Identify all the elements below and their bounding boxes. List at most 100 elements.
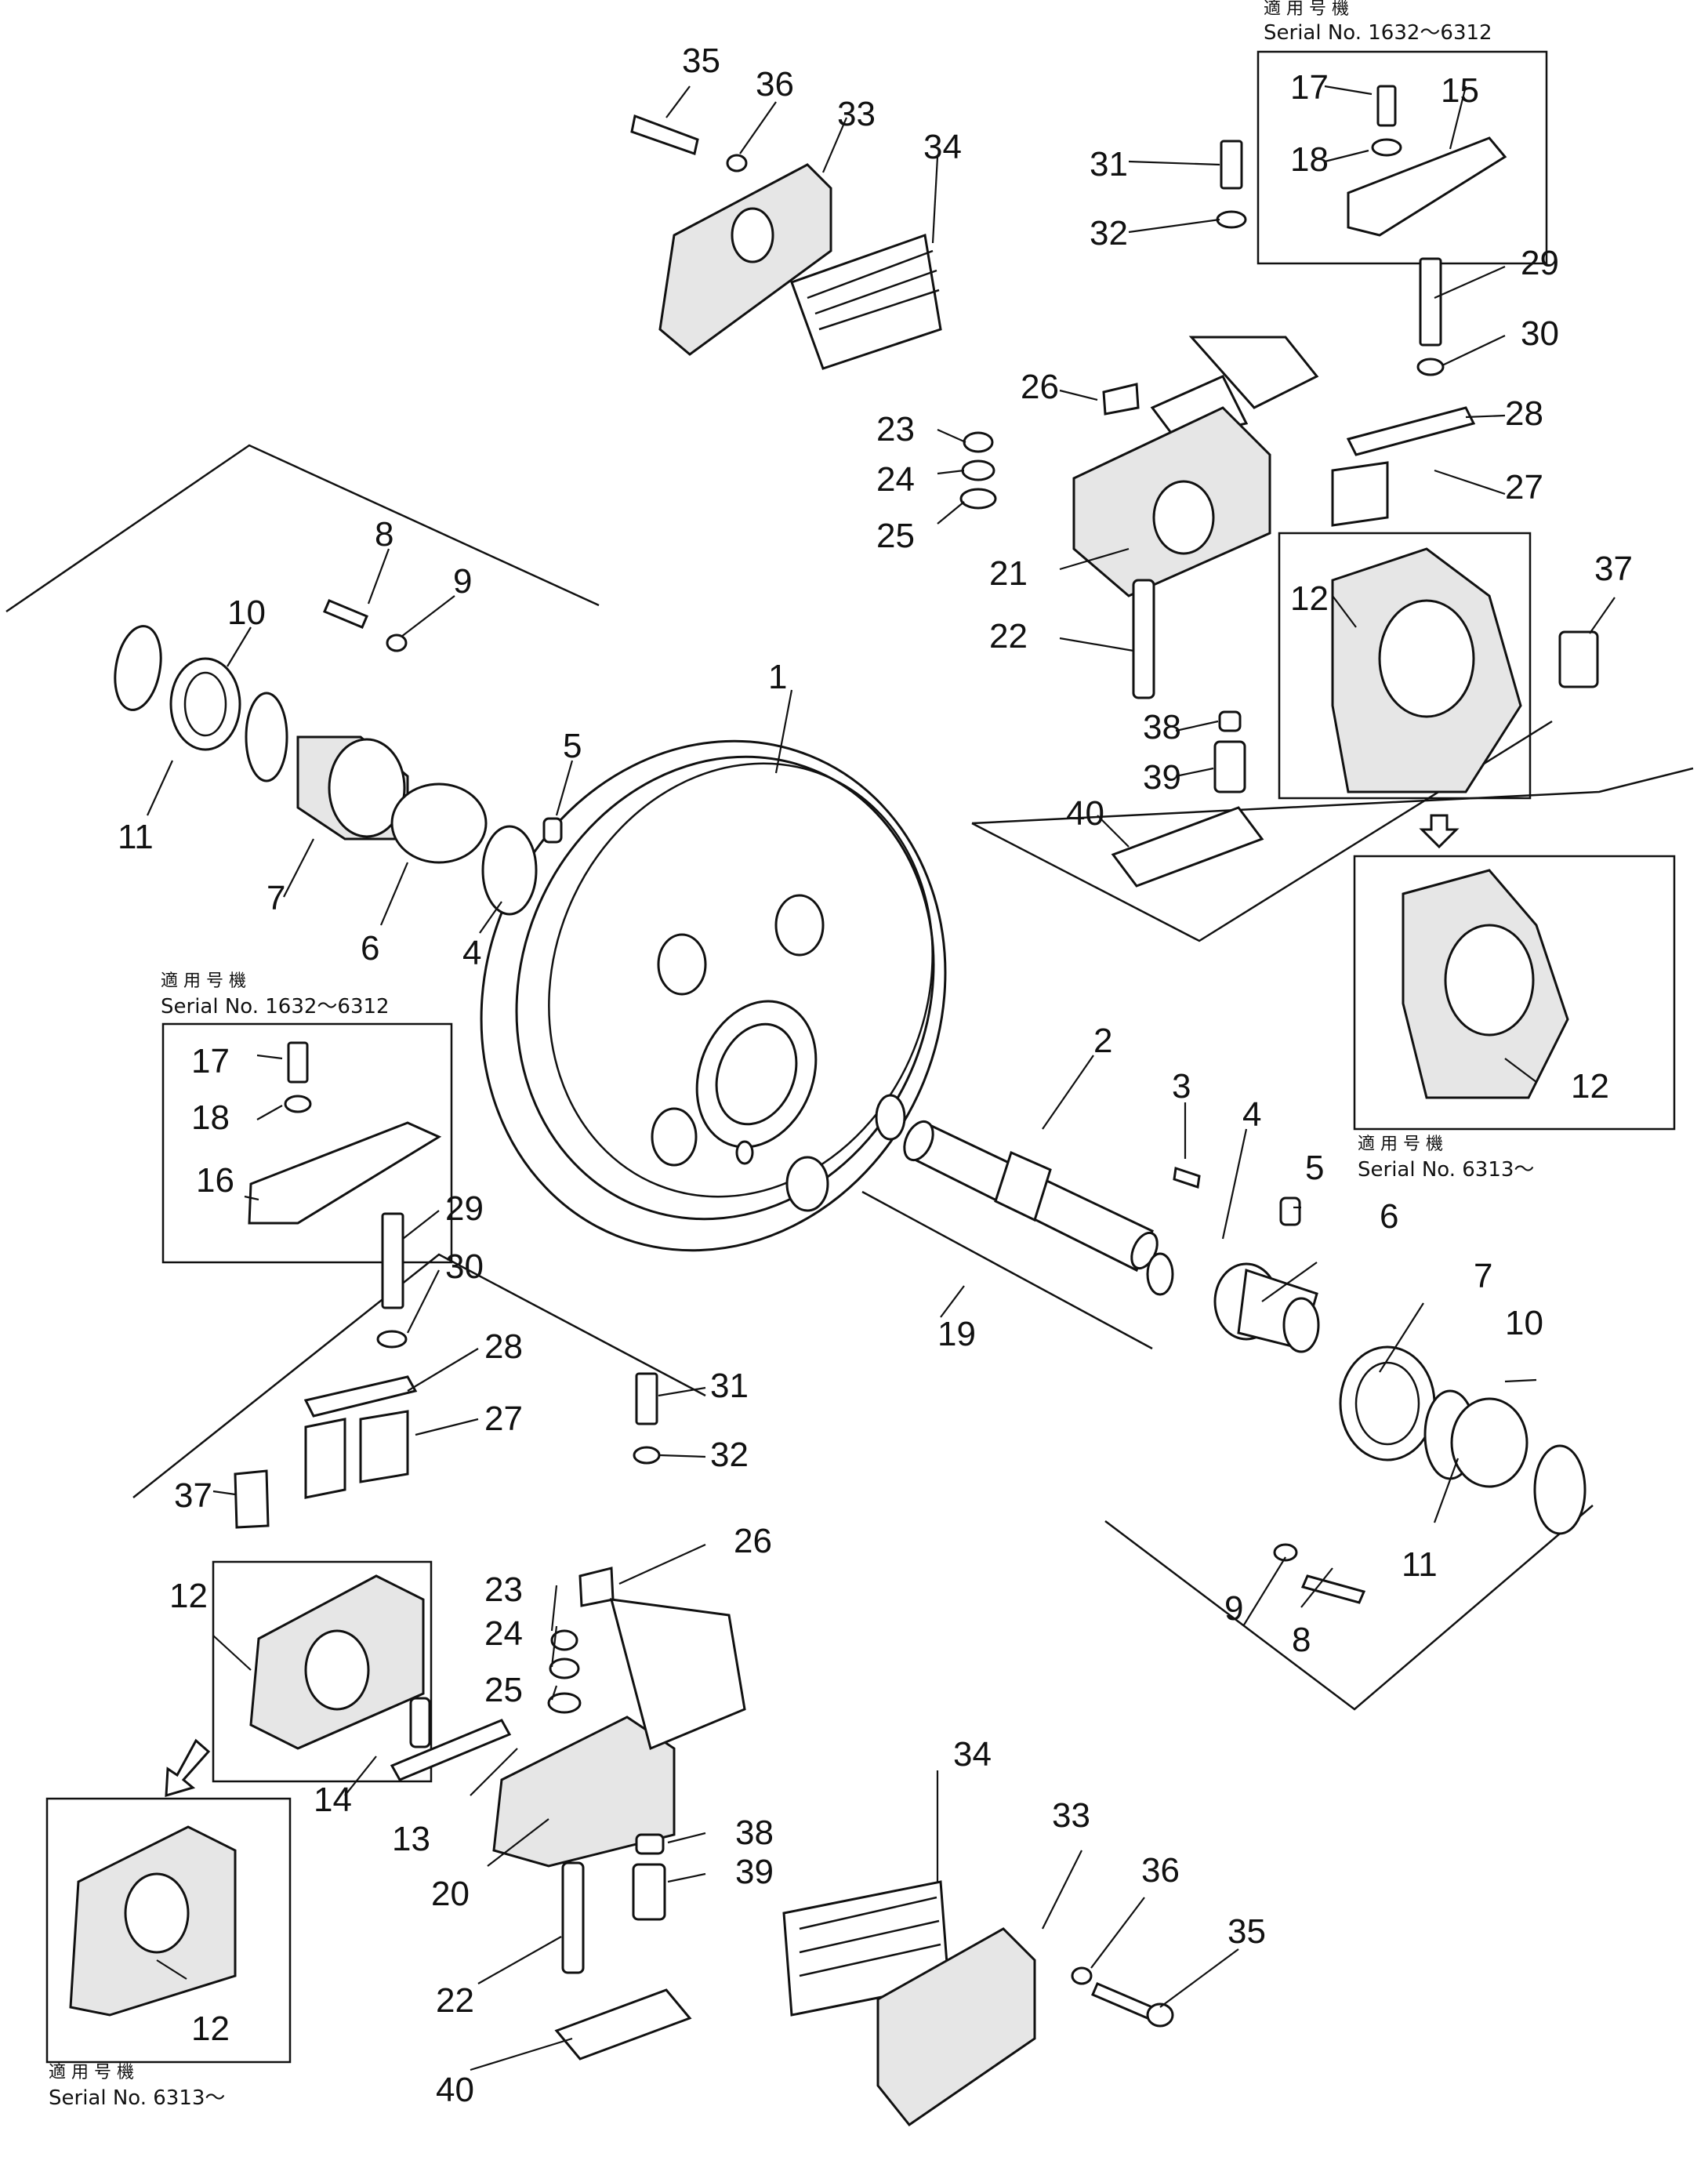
serial-label-ja: 適 用 号 機 xyxy=(161,971,246,991)
part-label-12: 12 xyxy=(1571,1067,1609,1106)
part-label-1: 1 xyxy=(768,658,787,696)
part-label-36: 36 xyxy=(756,65,794,103)
part-labels: 1 2 3 4 4 5 5 6 6 7 7 8 8 9 9 10 10 11 1… xyxy=(118,42,1633,2109)
part-label-4: 4 xyxy=(462,934,481,972)
serial-label-ja: 適 用 号 機 xyxy=(49,2063,134,2082)
inset-box-right-variant xyxy=(1353,855,1676,1131)
group-outline-right-bottom xyxy=(1104,1505,1594,1711)
down-arrow-left xyxy=(165,1738,211,1798)
part-label-30: 30 xyxy=(1521,314,1559,353)
part-label-35: 35 xyxy=(1228,1912,1266,1951)
part-label-36: 36 xyxy=(1141,1851,1180,1890)
part-label-5: 5 xyxy=(563,727,582,765)
serial-range: Serial No. 1632～6312 xyxy=(161,995,390,1018)
part-label-27: 27 xyxy=(484,1400,523,1438)
part-label-38: 38 xyxy=(735,1814,774,1852)
serial-range: Serial No. 6313～ xyxy=(49,2086,225,2110)
part-label-9: 9 xyxy=(1224,1589,1243,1628)
part-label-29: 29 xyxy=(445,1189,484,1228)
part-label-39: 39 xyxy=(735,1853,774,1891)
part-label-31: 31 xyxy=(710,1367,749,1405)
group-outline-left-upper xyxy=(5,444,600,613)
part-label-5: 5 xyxy=(1305,1149,1324,1187)
part-label-22: 22 xyxy=(989,617,1028,655)
part-label-3: 3 xyxy=(1172,1067,1191,1106)
group-outline-left-plate xyxy=(132,1253,706,1498)
caption-mid-right: 適 用 号 機 Serial No. 6313～ xyxy=(1358,1135,1534,1182)
part-label-40: 40 xyxy=(436,2071,474,2109)
part-label-40: 40 xyxy=(1066,794,1104,833)
part-label-18: 18 xyxy=(1290,140,1329,179)
left-inset-spacer xyxy=(248,1041,442,1225)
upper-right-bracket-assembly xyxy=(959,85,1599,888)
part-label-12: 12 xyxy=(191,2010,230,2048)
part-label-35: 35 xyxy=(682,42,720,80)
part-label-37: 37 xyxy=(174,1476,212,1515)
part-label-11: 11 xyxy=(1402,1545,1438,1584)
part-label-17: 17 xyxy=(1290,68,1329,107)
part-label-2: 2 xyxy=(1093,1022,1112,1060)
part-label-14: 14 xyxy=(314,1781,352,1819)
part-label-24: 24 xyxy=(484,1614,523,1653)
part-label-34: 34 xyxy=(953,1735,992,1774)
part-label-31: 31 xyxy=(1090,145,1128,183)
group-outline-plate xyxy=(971,720,1553,942)
part-label-26: 26 xyxy=(1021,368,1059,406)
right-variant-housing xyxy=(1402,869,1569,1099)
caption-mid-left: 適 用 号 機 Serial No. 1632～6312 xyxy=(161,971,390,1018)
part-label-33: 33 xyxy=(837,95,876,133)
part-label-11: 11 xyxy=(118,818,154,856)
left-variant-housing xyxy=(69,1825,237,2017)
part-label-15: 15 xyxy=(1441,71,1479,110)
leader-lines xyxy=(146,85,1616,2071)
idler-shaft xyxy=(875,1094,1174,1296)
caption-top-right: 適 用 号 機 Serial No. 1632～6312 xyxy=(1264,0,1492,45)
lower-left-bracket-assembly xyxy=(234,1212,746,2061)
part-label-39: 39 xyxy=(1143,758,1181,797)
part-label-19: 19 xyxy=(937,1315,976,1353)
bracket-box-right xyxy=(1278,532,1532,800)
caption-bottom-left: 適 用 号 機 Serial No. 6313～ xyxy=(49,2063,225,2110)
part-label-23: 23 xyxy=(876,410,915,448)
part-label-34: 34 xyxy=(923,128,962,166)
top-guard-assembly xyxy=(630,114,942,370)
group-outline-right-lower xyxy=(971,767,1694,825)
part-label-26: 26 xyxy=(734,1522,772,1560)
group-outline-shaft xyxy=(861,1190,1153,1350)
bracket-box-left xyxy=(212,1560,433,1783)
bottom-guard-assembly xyxy=(782,1880,1174,2127)
part-label-7: 7 xyxy=(1474,1257,1492,1295)
part-label-21: 21 xyxy=(989,554,1028,593)
part-label-29: 29 xyxy=(1521,244,1559,282)
part-label-30: 30 xyxy=(445,1247,484,1286)
part-label-25: 25 xyxy=(484,1671,523,1709)
inset-box-mid-left xyxy=(161,1022,453,1264)
part-label-6: 6 xyxy=(1380,1197,1398,1236)
part-label-37: 37 xyxy=(1594,550,1633,588)
left-hub-assembly xyxy=(114,599,563,916)
part-label-32: 32 xyxy=(1090,214,1128,252)
part-label-9: 9 xyxy=(453,562,472,601)
part-label-28: 28 xyxy=(484,1327,523,1366)
serial-label-ja: 適 用 号 機 xyxy=(1264,0,1349,19)
part-label-6: 6 xyxy=(361,929,379,968)
part-label-23: 23 xyxy=(484,1570,523,1609)
part-label-38: 38 xyxy=(1143,708,1181,746)
part-label-25: 25 xyxy=(876,517,915,555)
part-label-4: 4 xyxy=(1242,1095,1261,1134)
inset-box-bottom-left-variant xyxy=(45,1797,292,2064)
down-arrow-right xyxy=(1419,814,1460,849)
part-label-13: 13 xyxy=(392,1820,430,1858)
part-label-7: 7 xyxy=(267,879,285,917)
idler-wheel xyxy=(480,739,947,1252)
part-label-12: 12 xyxy=(169,1577,208,1615)
right-hub-assembly xyxy=(1173,1167,1587,1604)
serial-range: Serial No. 1632～6312 xyxy=(1264,21,1492,45)
part-label-24: 24 xyxy=(876,460,915,499)
part-label-10: 10 xyxy=(1505,1304,1543,1342)
part-label-8: 8 xyxy=(375,515,393,554)
part-label-10: 10 xyxy=(227,594,266,632)
part-label-20: 20 xyxy=(431,1875,470,1913)
part-label-33: 33 xyxy=(1052,1796,1090,1835)
